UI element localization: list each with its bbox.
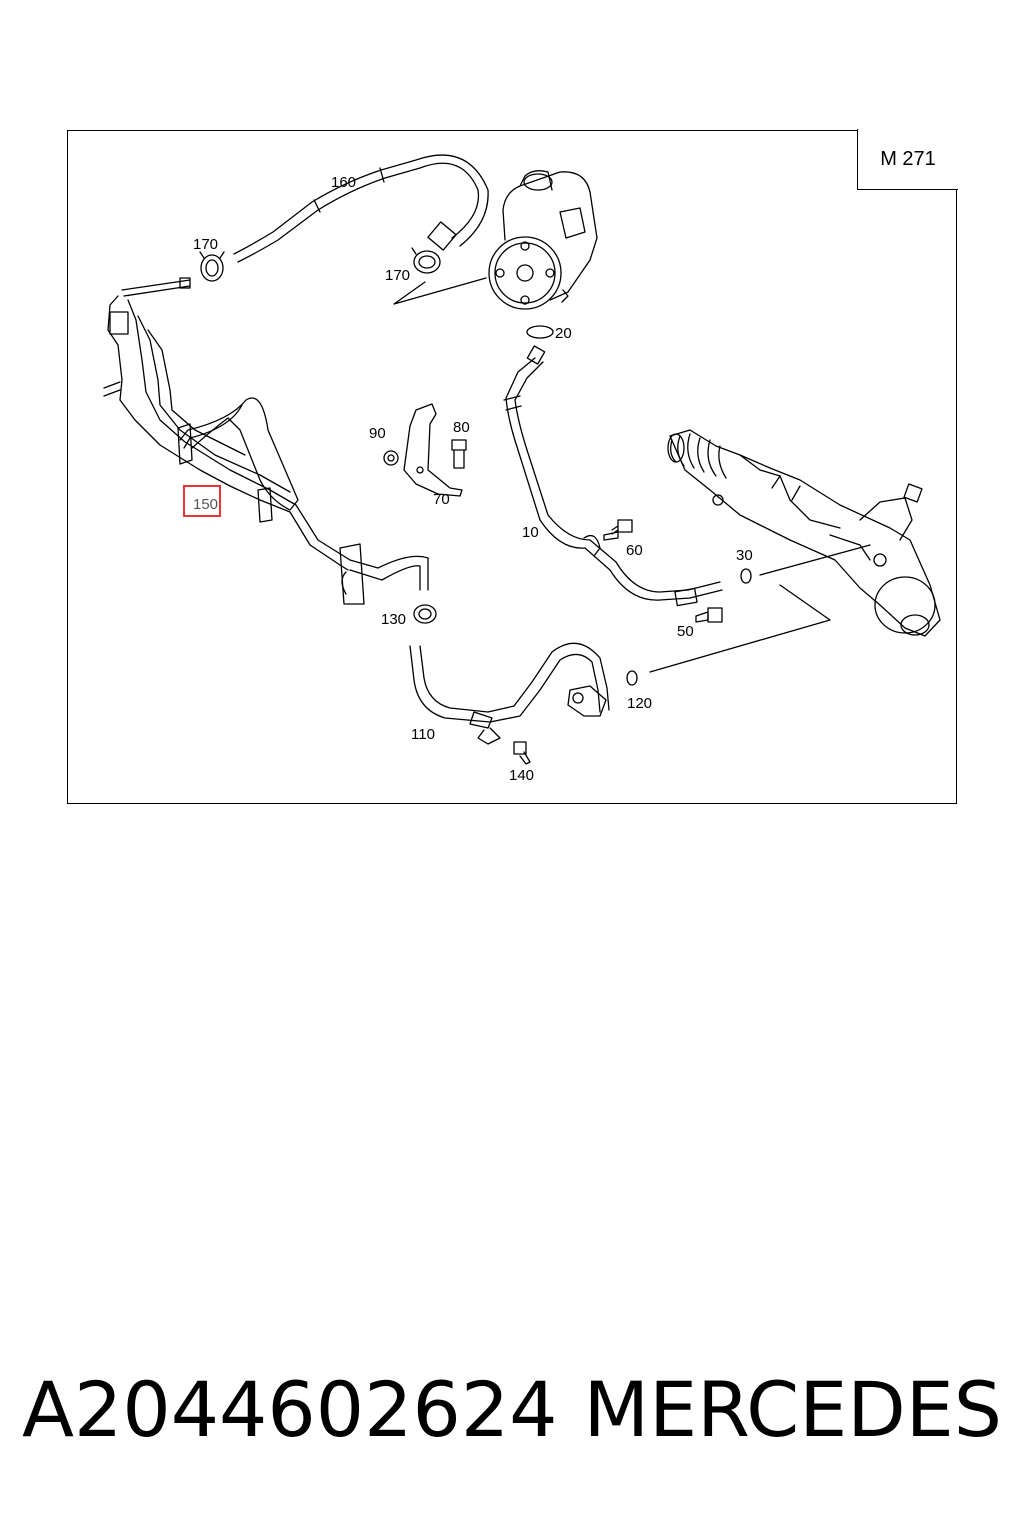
callout-130: 130	[381, 611, 406, 628]
callout-170-left: 170	[193, 236, 218, 253]
o-ring-30	[740, 568, 752, 584]
bracket-70	[403, 403, 463, 497]
engine-code-label: M 271	[880, 147, 936, 170]
callout-20: 20	[555, 325, 572, 342]
bolt-140	[513, 741, 531, 765]
clamp-170-left	[199, 251, 225, 282]
callout-120: 120	[627, 695, 652, 712]
o-ring-120	[626, 670, 638, 686]
o-ring-20	[526, 325, 554, 339]
callout-30: 30	[736, 547, 753, 564]
clamp-130	[413, 604, 437, 624]
callout-80: 80	[453, 419, 470, 436]
steering-rack	[667, 429, 941, 637]
engine-code-box: M 271	[857, 129, 958, 190]
return-hose-110	[409, 642, 610, 745]
callout-160: 160	[331, 174, 356, 191]
bolt-50	[695, 607, 723, 623]
callout-90: 90	[369, 425, 386, 442]
pressure-hose-10	[503, 345, 723, 607]
callout-170-right: 170	[385, 267, 410, 284]
clamp-170-right	[411, 247, 441, 274]
callout-10: 10	[522, 524, 539, 541]
diagram-frame	[67, 130, 957, 804]
return-hose-160	[233, 154, 489, 263]
callout-110: 110	[411, 726, 435, 743]
callout-150-highlight	[183, 485, 221, 517]
bolt-80	[451, 439, 467, 469]
callout-140: 140	[509, 767, 534, 784]
nut-90	[383, 450, 399, 466]
callout-60: 60	[626, 542, 643, 559]
footer-caption: A2044602624 MERCEDES	[0, 1372, 1024, 1472]
callout-50: 50	[677, 623, 694, 640]
callout-70: 70	[433, 491, 450, 508]
parts-exploded-view: 160 170 170 20 80 90 70 150 10 60 30 50 …	[103, 154, 941, 784]
brand-name: MERCEDES	[583, 1365, 1002, 1454]
bolt-60	[603, 519, 633, 541]
power-steering-pump	[488, 170, 598, 310]
part-number: A2044602624	[22, 1365, 558, 1454]
callout-150: 150	[193, 496, 218, 513]
cooler-line-150	[103, 277, 429, 605]
